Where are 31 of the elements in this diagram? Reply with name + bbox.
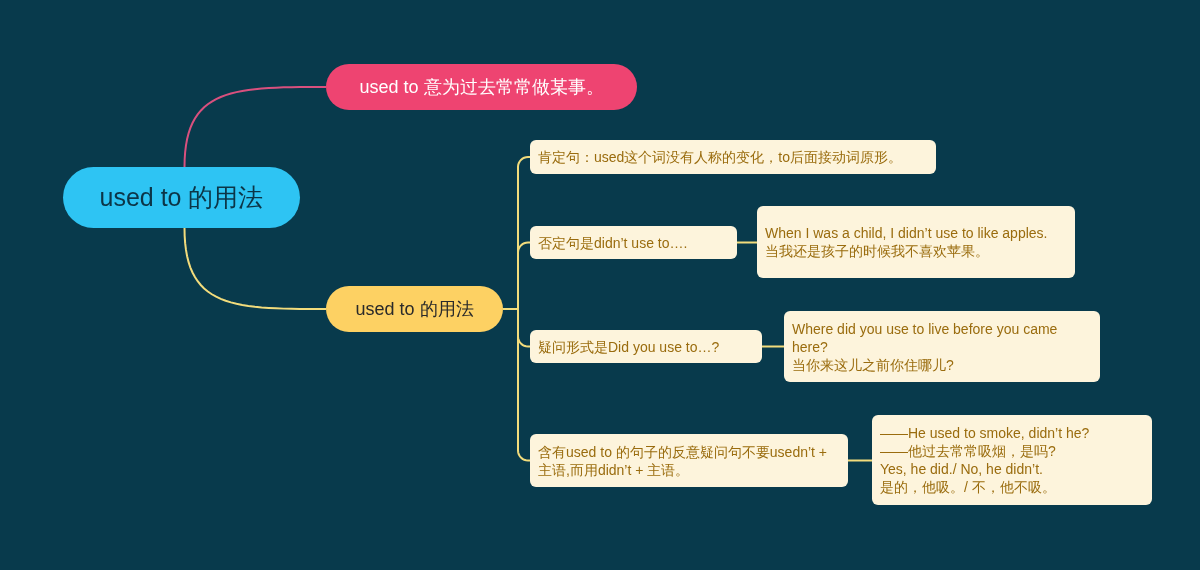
note-card — [872, 415, 1152, 505]
note-text: 否定句是didn’t use to…. — [538, 233, 688, 252]
topic-pill — [326, 286, 503, 332]
connector-line — [183, 227, 327, 310]
connector-line — [183, 86, 327, 168]
connector-line — [847, 459, 873, 462]
note-text: Where did you use to live before you came here? — [792, 319, 1059, 356]
note-text: When I was a child, I didn’t use to like apples. — [765, 224, 1048, 242]
note-card — [530, 140, 936, 174]
note-text: 含有used to 的句子的反意疑问句不要usedn’t + 主语,而用didn’t + 主语。 — [538, 442, 829, 479]
note-card — [530, 226, 737, 259]
note-text: 疑问形式是Did you use to…? — [538, 337, 720, 356]
note-text: ——He used to smoke, didn’t he? — [880, 424, 1090, 442]
connector-line — [502, 308, 531, 462]
topic-text: used to 意为过去常常做某事。 — [359, 76, 604, 99]
note-text: 肯定句：used这个词没有人称的变化，to后面接动词原形。 — [538, 148, 903, 166]
note-text: ——他过去常常吸烟，是吗? — [880, 442, 1056, 460]
note-text: 当你来这儿之前你住哪儿? — [792, 355, 954, 374]
topic-text: used to 的用法 — [355, 298, 474, 321]
note-text: Yes, he did./ No, he didn’t. — [880, 460, 1043, 478]
note-text: 当我还是孩子的时候我不喜欢苹果。 — [765, 242, 989, 260]
connector-line — [736, 241, 758, 244]
central-topic-pill — [63, 167, 300, 228]
connector-line — [761, 345, 785, 348]
note-card — [784, 311, 1100, 382]
note-card — [530, 434, 848, 487]
note-card — [757, 206, 1075, 278]
topic-pill — [326, 64, 637, 110]
topic-text: used to 的用法 — [99, 182, 264, 213]
note-card — [530, 330, 762, 363]
note-text: 是的，他吸。/ 不，他不吸。 — [880, 478, 1056, 496]
